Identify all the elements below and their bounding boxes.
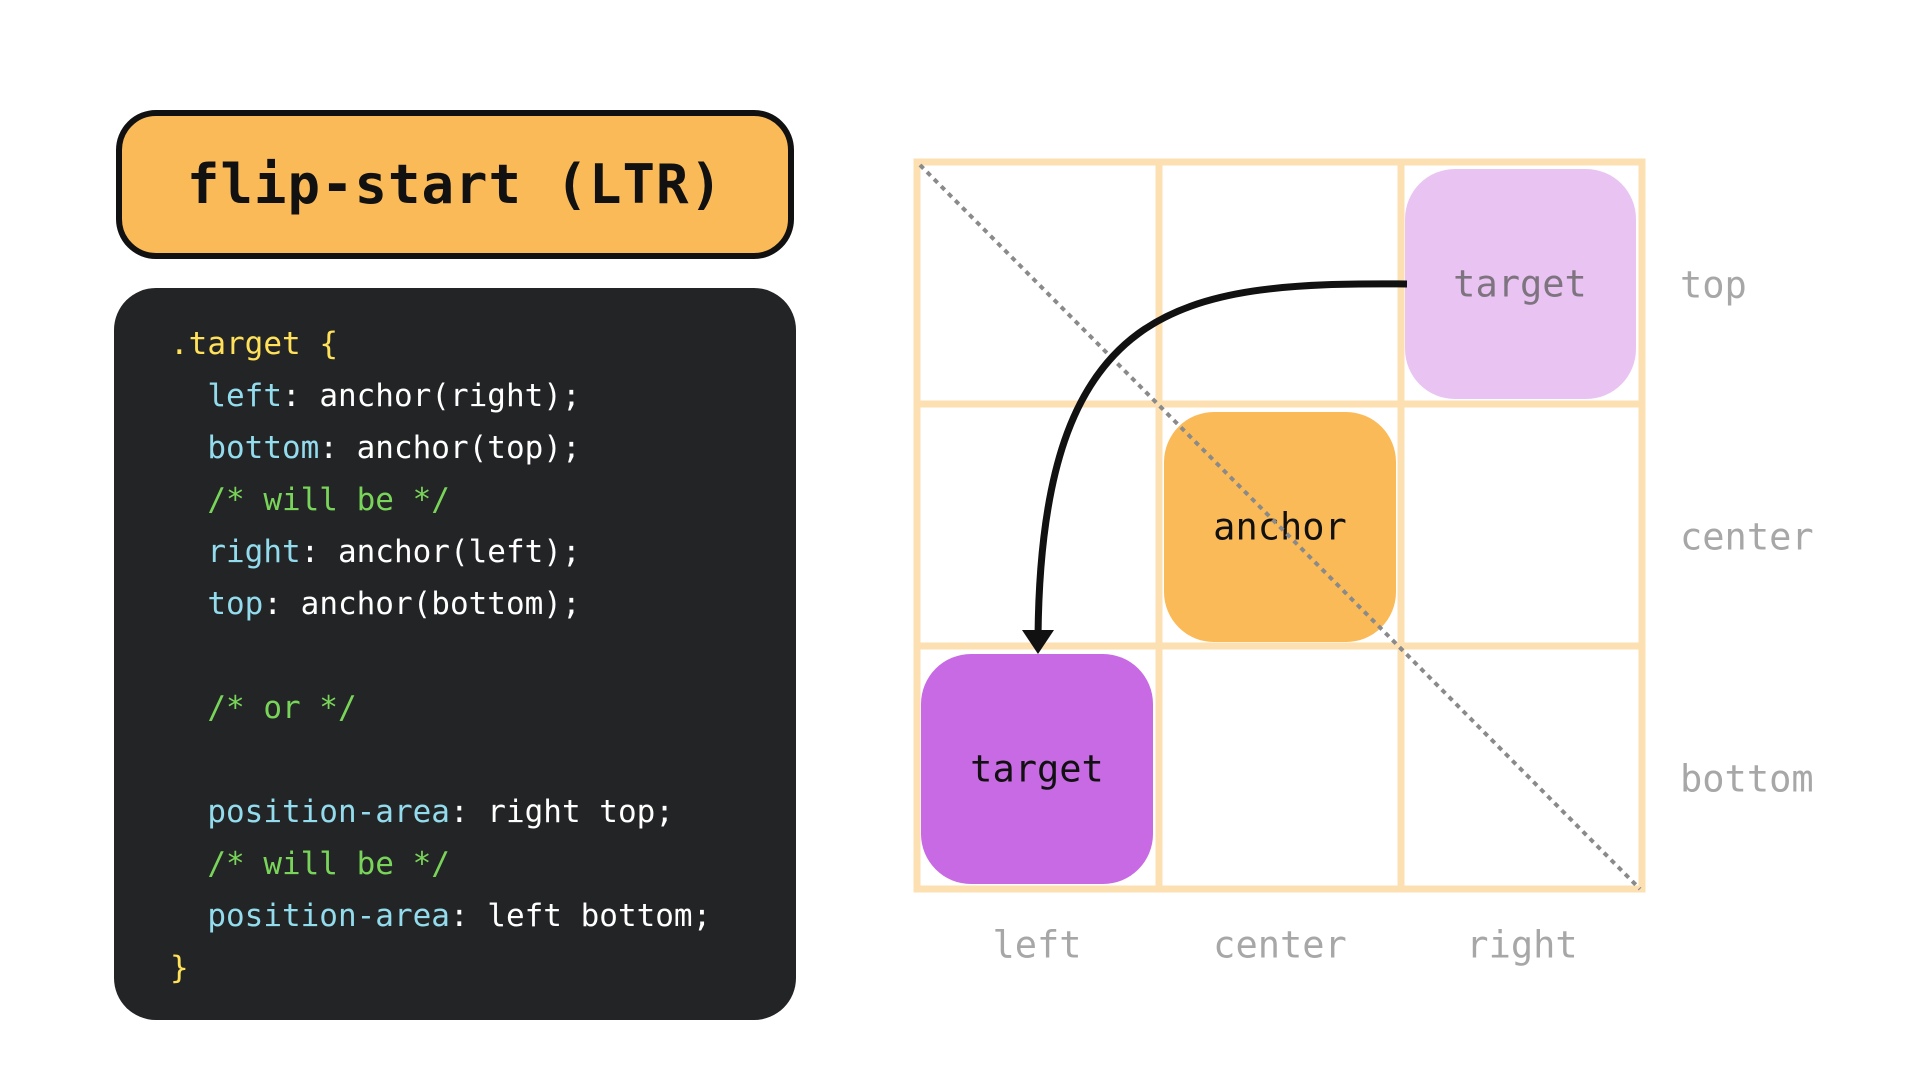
code-value: anchor(top); <box>356 430 581 466</box>
code-line: /* will be */ <box>170 838 796 890</box>
code-comment: /* will be */ <box>207 846 450 882</box>
code-property: left <box>207 378 282 414</box>
code-comment: /* will be */ <box>207 482 450 518</box>
code-comment: /* or */ <box>207 690 357 726</box>
code-property: bottom <box>207 430 320 466</box>
page-title: flip-start (LTR) <box>186 153 724 216</box>
code-value: right top; <box>487 794 674 830</box>
code-value: anchor(right); <box>319 378 581 414</box>
column-labels: left center right <box>992 924 1577 967</box>
code-value: anchor(left); <box>337 534 581 570</box>
code-line: /* or */ <box>170 682 796 734</box>
title-badge: flip-start (LTR) <box>116 110 794 259</box>
column-label-right: right <box>1466 924 1577 967</box>
code-selector: .target <box>170 326 301 362</box>
code-property: position-area <box>207 898 450 934</box>
row-label-top: top <box>1680 264 1747 307</box>
column-label-center: center <box>1213 924 1347 967</box>
code-property: position-area <box>207 794 450 830</box>
code-open-brace: { <box>319 326 338 362</box>
code-line: position-area: right top; <box>207 794 674 830</box>
grid-border <box>913 158 1646 893</box>
column-label-left: left <box>992 924 1081 967</box>
code-line: right: anchor(left); <box>207 534 581 570</box>
code-panel: .target { left: anchor(right); bottom: a… <box>114 288 796 1020</box>
code-line-selector: .target { <box>170 318 796 370</box>
target-flipped-box <box>921 654 1153 884</box>
code-value: left bottom; <box>487 898 712 934</box>
row-labels: top center bottom <box>1680 264 1814 801</box>
code-line: /* will be */ <box>170 474 796 526</box>
target-flipped-label: target <box>970 748 1104 791</box>
flip-arrow <box>1034 280 1408 641</box>
code-value: anchor(bottom); <box>300 586 581 622</box>
code-close-brace: } <box>170 950 189 986</box>
arrow-head-icon <box>1022 630 1054 654</box>
code-property: right <box>207 534 301 570</box>
row-label-center: center <box>1680 516 1814 559</box>
code-line: top: anchor(bottom); <box>207 586 581 622</box>
code-line: position-area: left bottom; <box>207 898 712 934</box>
code-line: bottom: anchor(top); <box>207 430 581 466</box>
code-line: left: anchor(right); <box>207 378 581 414</box>
code-property: top <box>207 586 264 622</box>
row-label-bottom: bottom <box>1680 758 1814 801</box>
target-original-box <box>1405 169 1636 399</box>
target-original-label: target <box>1453 263 1587 306</box>
code-line-close: } <box>170 942 796 994</box>
flip-diagonal <box>918 163 1642 891</box>
